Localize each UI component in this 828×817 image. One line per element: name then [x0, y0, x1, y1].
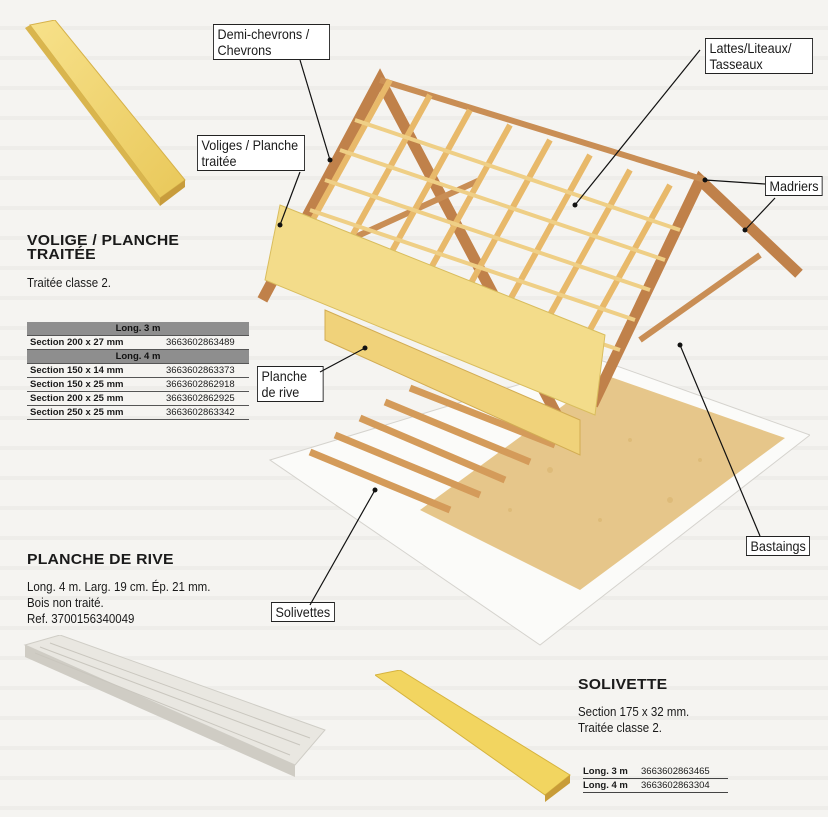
volige-description: Traitée classe 2.: [27, 276, 111, 290]
length-cell: Long. 3 m: [583, 766, 628, 777]
callout-lattes: Lattes/Liteaux/ Tasseaux: [705, 38, 813, 74]
roof-structure-illustration: [257, 68, 810, 646]
planche-rive-board-image: [23, 635, 326, 777]
callout-voliges: Voliges / Planche traitée: [197, 135, 305, 171]
planche-rive-dimensions: Long. 4 m. Larg. 19 cm. Ép. 21 mm.: [27, 580, 211, 594]
planche-rive-treatment: Bois non traité.: [27, 596, 104, 610]
table-row: Long. 4 m 3663602863304: [583, 779, 728, 793]
solivette-title: SOLIVETTE: [578, 676, 668, 693]
callout-demi-chevrons: Demi-chevrons / Chevrons: [213, 24, 330, 60]
callout-planche-rive: Planche de rive: [257, 366, 324, 402]
table-row: Long. 3 m 3663602863465: [583, 765, 728, 779]
table-length-header: Long. 4 m: [27, 349, 249, 364]
section-cell: Section 150 x 14 mm: [27, 363, 163, 378]
ref-cell: 3663602862918: [163, 377, 249, 392]
ref-cell: 3663602863342: [163, 405, 249, 420]
solivette-board-image: [375, 670, 571, 802]
length-label: Long. 3 m: [27, 322, 249, 336]
table-length-header: Long. 3 m: [27, 322, 249, 336]
volige-title: VOLIGE / PLANCHE TRAITÉE: [27, 232, 180, 263]
solivette-treatment: Traitée classe 2.: [578, 721, 662, 735]
ref-cell: 3663602863304: [641, 780, 710, 791]
volige-board-image: [25, 20, 186, 206]
section-cell: Section 200 x 25 mm: [27, 391, 163, 406]
planche-rive-ref: Ref. 3700156340049: [27, 612, 135, 626]
ref-cell: 3663602863373: [163, 363, 249, 378]
length-label: Long. 4 m: [27, 349, 249, 364]
ref-cell: 3663602863489: [163, 335, 249, 350]
ref-cell: 3663602862925: [163, 391, 249, 406]
planche-rive-title: PLANCHE DE RIVE: [27, 551, 174, 568]
section-cell: Section 200 x 27 mm: [27, 335, 163, 350]
ref-cell: 3663602863465: [641, 766, 710, 777]
callout-madriers: Madriers: [765, 176, 824, 196]
callout-solivettes: Solivettes: [271, 602, 335, 622]
solivette-section: Section 175 x 32 mm.: [578, 705, 690, 719]
section-cell: Section 250 x 25 mm: [27, 405, 163, 420]
length-cell: Long. 4 m: [583, 780, 628, 791]
callout-bastaings: Bastaings: [746, 536, 811, 556]
section-cell: Section 150 x 25 mm: [27, 377, 163, 392]
